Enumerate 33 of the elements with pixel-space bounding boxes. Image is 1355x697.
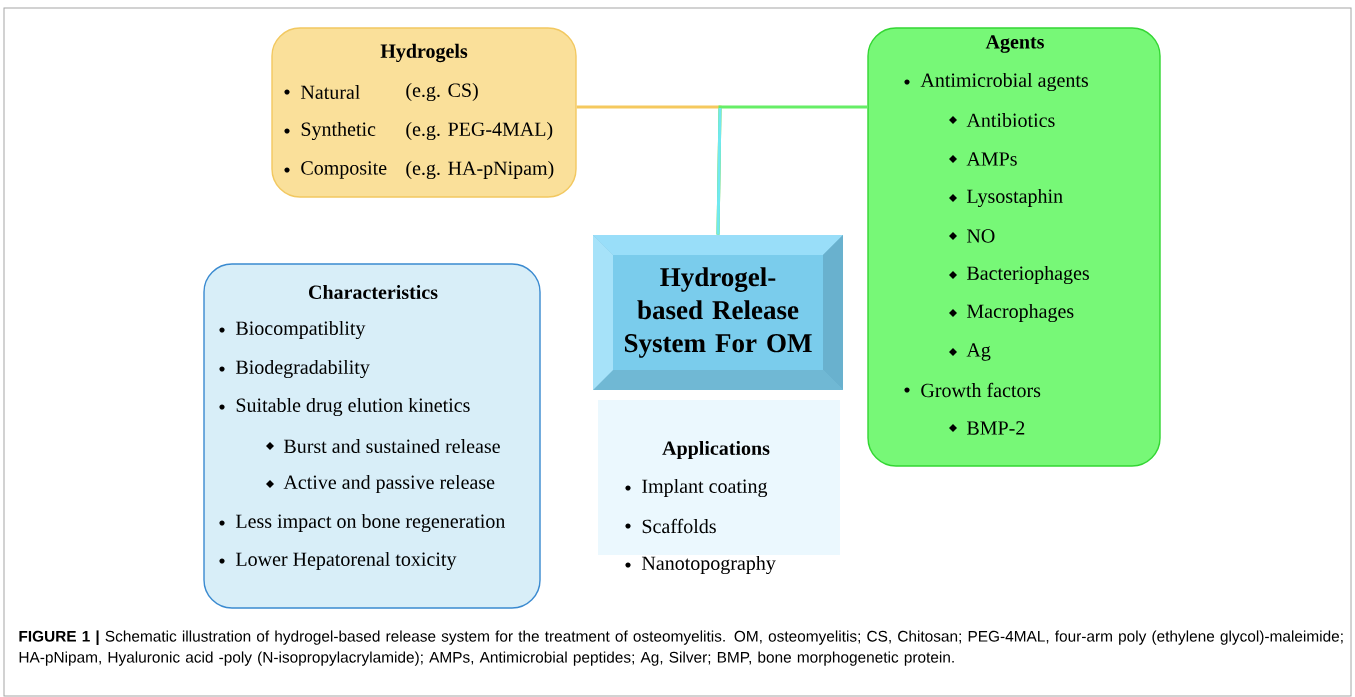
heading: Agents — [985, 35, 1044, 53]
list-item: Ag — [949, 343, 991, 361]
list-item: Biodegradability — [219, 359, 370, 379]
list-item: Antibiotics — [949, 112, 1055, 128]
list-item: NO — [949, 229, 995, 243]
list-item: AMPs — [949, 152, 1017, 166]
list-item: Natural — [284, 84, 360, 100]
list-item: Antimicrobial agents — [904, 72, 1088, 92]
list-item: Lysostaphin — [949, 188, 1063, 208]
example-text: (e.g. HA-pNipam) — [406, 160, 554, 180]
list-item: Scaffolds — [625, 518, 716, 534]
list-item: Burst and sustained release — [266, 438, 500, 454]
list-item: Synthetic — [284, 121, 376, 141]
connector-line — [716, 107, 722, 235]
example-text: (e.g. CS) — [406, 82, 478, 102]
list-item: BMP-2 — [949, 421, 1025, 435]
beveled-box: Hydrogel-based Release System For OM — [593, 235, 843, 390]
list-item: Nanotopography — [625, 555, 776, 575]
list-item: Composite — [284, 161, 387, 179]
example-text: (e.g. PEG-4MAL) — [406, 121, 553, 141]
list-item: Less impact on bone regeneration — [219, 513, 506, 533]
list-item: Bacteriophages — [949, 265, 1089, 285]
list-item: Active and passive release — [266, 474, 495, 494]
list-item: Biocompatiblity — [219, 320, 366, 340]
list-item: Lower Hepatorenal toxicity — [219, 551, 457, 571]
heading: Characteristics — [309, 284, 438, 300]
caption: FIGURE 1 | Schematic illustration of hydrogel-based release system for the treatment of osteomyelitis. OM, osteomyelitis; CS, Chitosan; PEG-4MAL, four-arm poly (ethylene glycol)-maleimide; HA-pNipam, Hyaluronic acid -poly (N-isopropylacrylamide); AMPs, Antimicrobial peptides; Ag, Silver; BMP, bone morphogenetic protein. — [19, 630, 1343, 666]
heading: Hydrogels — [380, 43, 468, 63]
list-item: Implant coating — [625, 478, 768, 498]
list-item: Suitable drug elution kinetics — [219, 397, 470, 417]
list-item: Growth factors — [904, 382, 1041, 398]
list-item: Macrophages — [949, 303, 1074, 323]
heading: Applications — [662, 440, 770, 460]
